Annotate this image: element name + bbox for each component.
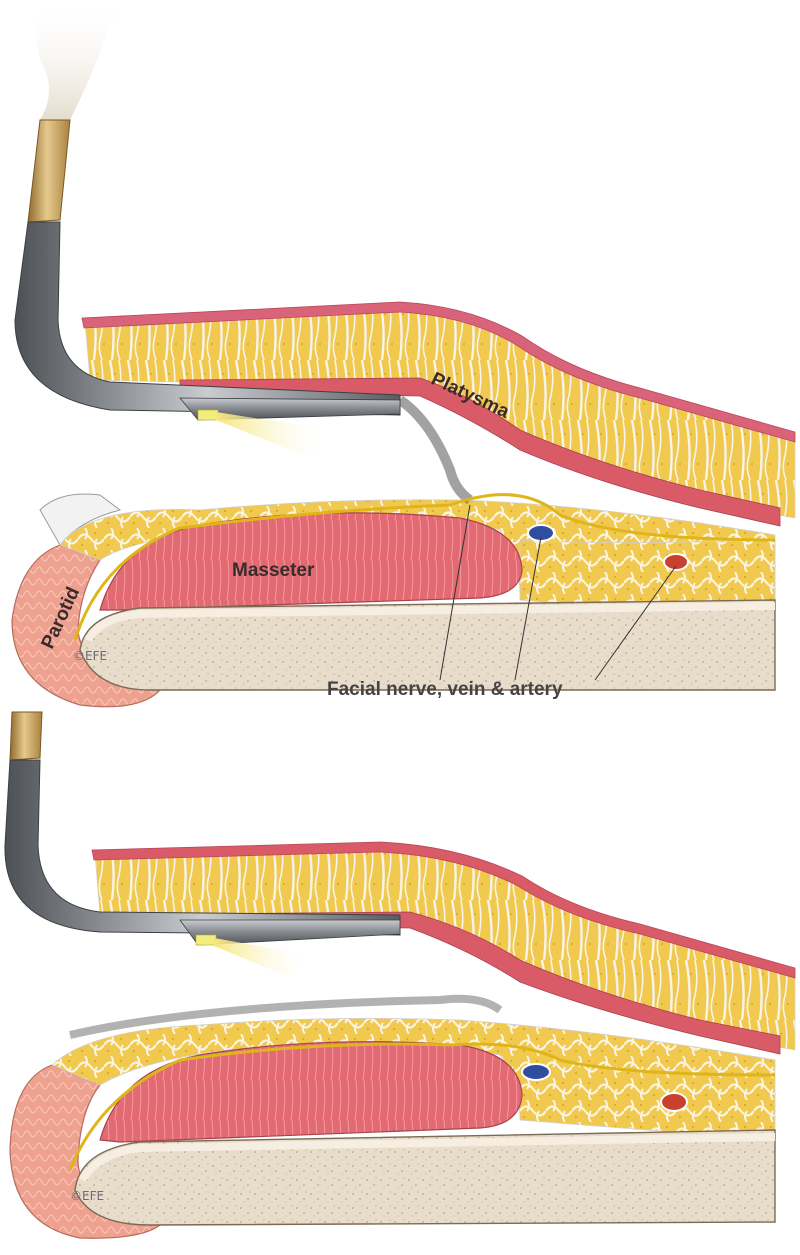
dissection-strands [397,395,473,505]
facial-vein [527,524,555,542]
copyright-bottom: ©EFE [70,1189,104,1203]
facial-nerve [73,493,776,641]
instrument-tip [179,397,401,421]
instrument-tip-2 [179,919,401,946]
facial-artery-2 [660,1092,688,1112]
mandible-cortex-2 [78,1133,776,1183]
mandible-bone-2 [74,1129,776,1226]
callout-line-nerve [439,504,471,681]
instrument-light [197,409,219,421]
mandible-cortex [84,602,776,643]
facial-nerve-2 [68,1042,776,1171]
label-callout: Facial nerve, vein & artery [327,679,563,700]
copyright-top: ©EFE [73,649,107,663]
skin-layer-top [81,301,796,443]
facial-vein-2 [521,1063,551,1081]
panel-top: Platysma Masseter Parotid Facial nerve, … [11,0,796,708]
callout-line-artery [594,565,677,681]
label-masseter: Masseter [232,560,315,581]
masseter-muscle-2 [99,1041,523,1143]
instrument-handle-2 [9,711,43,761]
mandible-bone [79,599,776,691]
platysma-muscle [179,377,781,527]
instrument-light-2 [195,934,217,946]
panel-bottom: ©EFE [4,711,796,1239]
light-beam [216,412,330,458]
callout-line-vein [514,536,542,681]
light-beam-2 [214,938,310,978]
parotid-gland-2 [9,1064,161,1239]
instrument-shaft-2 [4,759,401,936]
instrument-handle [27,119,71,223]
smoke-plume [36,0,130,120]
dissection-strands-2 [69,994,503,1039]
facial-artery [663,553,689,571]
skin-layer-bottom [91,841,796,979]
